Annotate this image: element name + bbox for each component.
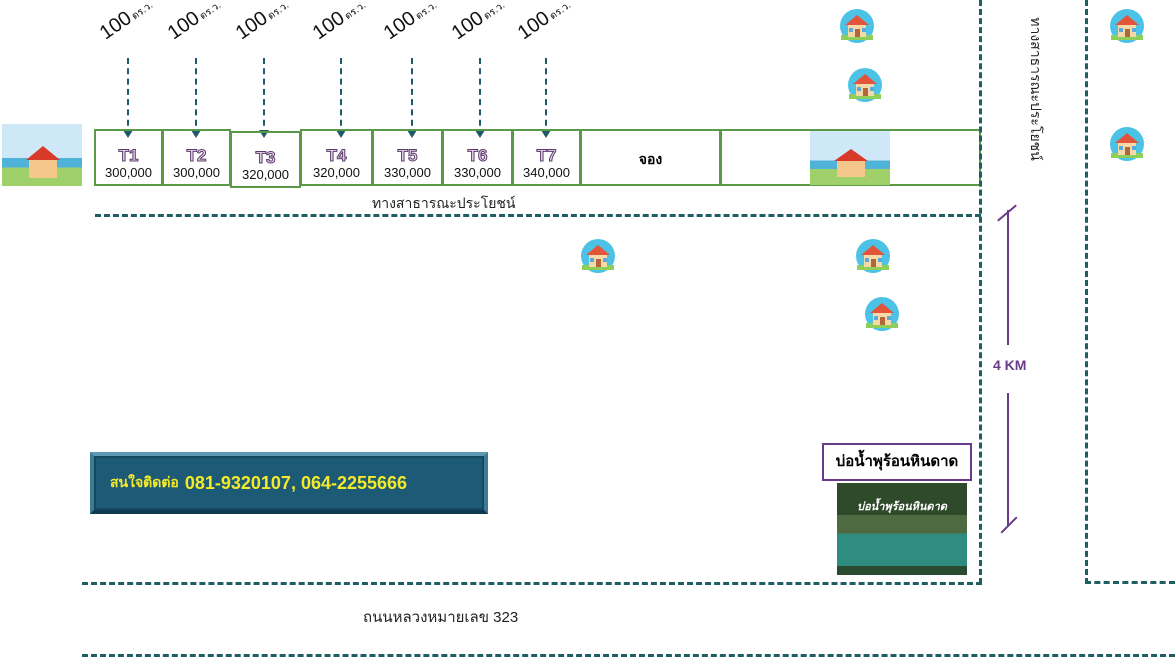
lot-price: 330,000 <box>454 165 501 180</box>
area-unit: ตร.ว. <box>413 0 440 23</box>
beach-house-image <box>2 124 82 186</box>
lot-price: 300,000 <box>105 165 152 180</box>
public-path-line <box>95 214 981 217</box>
contact-box[interactable]: สนใจติดต่อ 081-9320107, 064-2255666 <box>90 452 488 514</box>
area-unit: ตร.ว. <box>197 0 224 23</box>
lot-id: T6 <box>467 146 488 165</box>
house-icon <box>579 237 617 275</box>
lot-price: 330,000 <box>384 165 431 180</box>
road-label: ถนนหลวงหมายเลข 323 <box>363 609 519 626</box>
lot-area-label: 100ตร.ว. <box>232 0 293 45</box>
lot-id: T5 <box>397 146 418 165</box>
road-line <box>82 582 982 585</box>
lot-area-label: 100ตร.ว. <box>448 0 509 45</box>
lot-end <box>720 129 981 186</box>
highway-line <box>82 654 1175 657</box>
lot-area-label: 100ตร.ว. <box>514 0 575 45</box>
lot-area-label: 100ตร.ว. <box>96 0 157 45</box>
area-unit: ตร.ว. <box>265 0 292 23</box>
lot-reserved[interactable]: จอง <box>580 129 721 186</box>
lot-id: T4 <box>326 146 347 165</box>
public-path-label: ทางสาธารณะประโยชน์ <box>372 195 516 211</box>
lot-id: T3 <box>255 148 276 167</box>
house-icon <box>854 237 892 275</box>
distance-tick-bottom <box>1000 516 1018 534</box>
hot-spring-image: บ่อน้ำพุร้อนหินดาด <box>837 483 967 575</box>
lot-price: 340,000 <box>523 165 570 180</box>
house-icon <box>1108 7 1146 45</box>
arrow-icon <box>407 58 417 138</box>
road-right-bottom-line <box>1085 581 1175 584</box>
lot-id: T2 <box>186 146 207 165</box>
lot-area-label: 100ตร.ว. <box>164 0 225 45</box>
house-icon <box>846 66 884 104</box>
arrow-icon <box>475 58 485 138</box>
area-unit: ตร.ว. <box>129 0 156 23</box>
lot-id: T7 <box>536 146 557 165</box>
area-unit: ตร.ว. <box>342 0 369 23</box>
road-right-line <box>1085 0 1088 584</box>
arrow-icon <box>259 58 269 138</box>
hot-spring-label: บ่อน้ำพุร้อนหินดาด <box>822 443 972 481</box>
area-unit: ตร.ว. <box>481 0 508 23</box>
house-icon <box>1108 125 1146 163</box>
reserved-label: จอง <box>638 151 663 167</box>
arrow-icon <box>191 58 201 138</box>
lot-area-label: 100ตร.ว. <box>380 0 441 45</box>
arrow-icon <box>123 58 133 138</box>
area-unit: ตร.ว. <box>547 0 574 23</box>
arrow-icon <box>336 58 346 138</box>
house-icon <box>838 7 876 45</box>
lot-area-label: 100ตร.ว. <box>309 0 370 45</box>
lot-id: T1 <box>118 146 139 165</box>
public-path-vertical-label: ทางสาธารณะประโยชน์ <box>1028 17 1044 161</box>
lot-price: 320,000 <box>242 167 289 182</box>
house-icon <box>863 295 901 333</box>
contact-prefix: สนใจติดต่อ <box>110 474 179 490</box>
distance-label: 4 KM <box>993 357 1027 373</box>
distance-line-bottom <box>1007 393 1009 526</box>
contact-phones: 081-9320107, 064-2255666 <box>184 472 408 493</box>
distance-line-top <box>1007 210 1009 345</box>
lot-price: 320,000 <box>313 165 360 180</box>
arrow-icon <box>541 58 551 138</box>
lot-price: 300,000 <box>173 165 220 180</box>
beach-house-image <box>810 131 890 185</box>
road-vertical-line <box>979 0 982 584</box>
hot-spring-image-text: บ่อน้ำพุร้อนหินดาด <box>857 501 947 513</box>
